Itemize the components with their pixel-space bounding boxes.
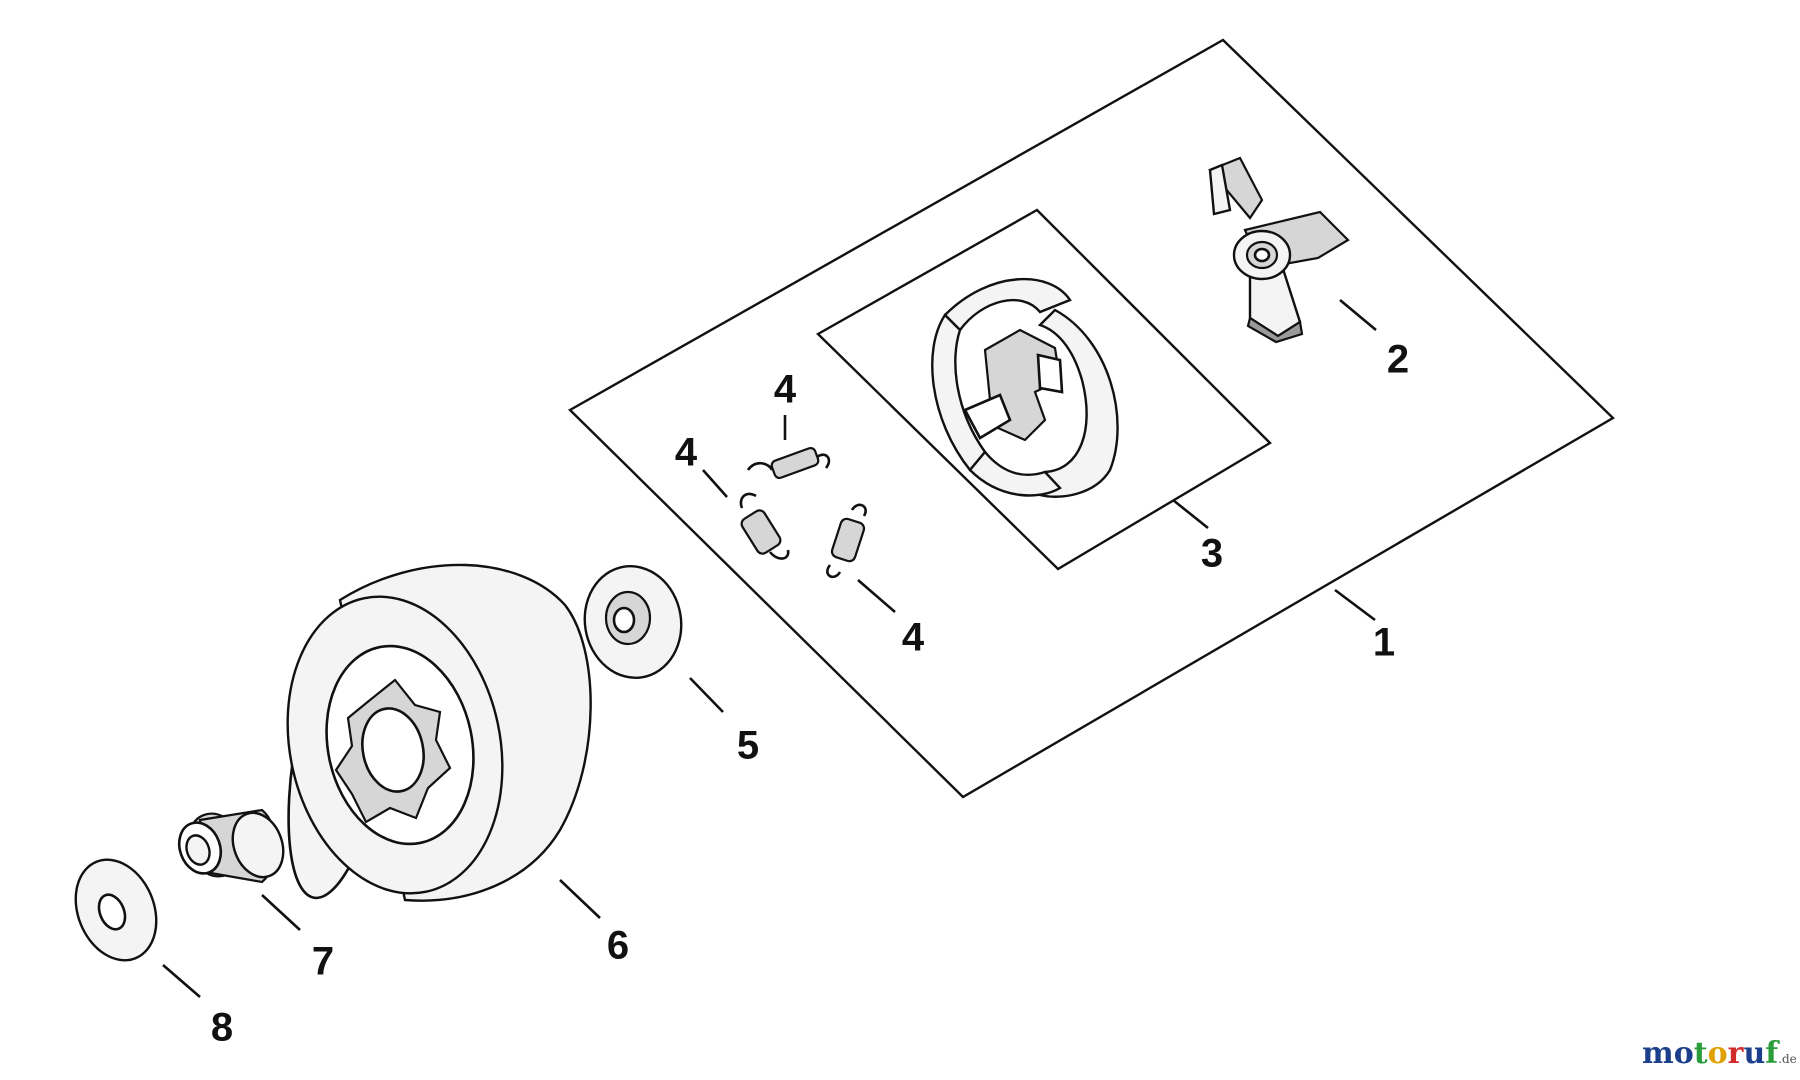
- callout-7: 7: [312, 940, 334, 984]
- spring-part-right: [826, 503, 867, 579]
- callout-8: 8: [211, 1006, 233, 1050]
- watermark-letter: r: [1728, 1036, 1745, 1071]
- watermark-letter: f: [1765, 1036, 1780, 1071]
- watermark-letter: t: [1694, 1036, 1708, 1071]
- washer-part-8: [74, 858, 158, 962]
- clutch-hub-part: [1208, 156, 1350, 344]
- watermark-suffix: .de: [1778, 1052, 1797, 1066]
- leader-7: [261, 894, 301, 931]
- leader-8: [162, 964, 201, 998]
- leader-2: [1339, 299, 1377, 331]
- watermark-letter: m: [1642, 1036, 1674, 1071]
- spring-part-top: [746, 446, 831, 480]
- leader-4c: [857, 579, 896, 613]
- needle-bearing-part: [177, 808, 285, 884]
- shoe-frame-inner: [816, 208, 1272, 571]
- leader-6: [559, 879, 601, 919]
- motoruf-watermark: motoruf.de: [1642, 1036, 1797, 1071]
- callout-3: 3: [1201, 532, 1223, 576]
- watermark-letter: o: [1708, 1036, 1728, 1071]
- spring-part-left: [739, 492, 790, 560]
- callout-4-top: 4: [774, 368, 797, 412]
- callout-5: 5: [737, 724, 759, 768]
- leader-5: [689, 677, 724, 713]
- callout-2: 2: [1387, 338, 1409, 382]
- leader-3: [1172, 498, 1209, 530]
- watermark-letter: u: [1743, 1036, 1765, 1071]
- callout-6: 6: [607, 924, 629, 968]
- watermark-letter: o: [1674, 1036, 1694, 1071]
- kit-frame-outer: [568, 38, 1615, 799]
- clutch-shoes-part: [931, 277, 1119, 498]
- callout-4-left: 4: [675, 431, 698, 475]
- clutch-drum-part: [286, 563, 592, 902]
- callout-1: 1: [1373, 621, 1395, 665]
- washer-part-5: [583, 565, 683, 679]
- leader-4b: [702, 469, 728, 498]
- callout-4-bottom: 4: [902, 616, 925, 660]
- leader-1: [1334, 588, 1376, 622]
